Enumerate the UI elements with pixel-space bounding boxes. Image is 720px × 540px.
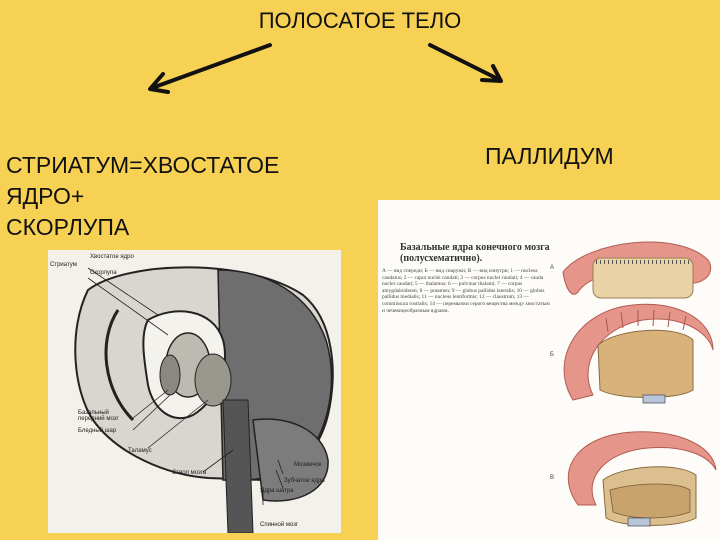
striatum-line-2: ЯДРО+: [6, 183, 85, 209]
basal-ganglia-figure: Базальные ядра конечного мозга (полусхем…: [378, 200, 720, 540]
label-globus-pallidus: Бледный шар: [78, 428, 117, 434]
label-basal-forebrain: Базальный передний мозг: [78, 410, 119, 422]
view-a-illustration: [562, 241, 712, 299]
label-cerebellar-nuclei: Ядра шатра: [260, 488, 294, 494]
view-b-illustration: [563, 303, 714, 404]
label-striatum: Стриатум: [50, 262, 77, 268]
label-spinal-cord: Спинной мозг: [260, 522, 299, 528]
figure-caption-title: Базальные ядра конечного мозга (полусхем…: [400, 242, 550, 264]
striatum-line-1: СТРИАТУМ=ХВОСТАТОЕ: [6, 152, 280, 178]
label-thalamus: Таламус: [128, 448, 152, 454]
arrow-right: [428, 43, 502, 82]
arrow-left-head: [148, 72, 170, 94]
brain-section-figure: Стриатум Хвостатое ядро Скорлупа Базальн…: [48, 250, 341, 534]
label-cerebellum: Мозжечок: [294, 462, 322, 468]
label-putamen: Скорлупа: [90, 270, 117, 276]
label-brainstem: Ствол мозга: [172, 470, 207, 476]
label-caudate-nucleus: Хвостатое ядро: [90, 254, 134, 260]
figure-caption-body: А — вид спереди; Б — вид снаружи; В — ви…: [382, 268, 550, 314]
basal-ganglia-drawing: [562, 241, 717, 527]
pallidum-label: ПАЛЛИДУМ: [485, 143, 614, 169]
view-c-illustration: [567, 431, 717, 527]
view-letter-b: Б: [550, 352, 554, 358]
arrow-left: [150, 43, 272, 90]
view-letter-c: В: [550, 475, 555, 481]
label-dentate-nucleus: Зубчатое ядро: [284, 478, 325, 484]
view-letter-a: А: [550, 265, 555, 271]
slide-title: ПОЛОСАТОЕ ТЕЛО: [258, 8, 462, 33]
striatum-line-3: СКОРЛУПА: [6, 214, 130, 240]
arrow-right-head: [480, 64, 503, 83]
brain-section-drawing: [74, 266, 334, 534]
striatum-definition: СТРИАТУМ=ХВОСТАТОЕ ЯДРО+ СКОРЛУПА: [6, 150, 366, 243]
